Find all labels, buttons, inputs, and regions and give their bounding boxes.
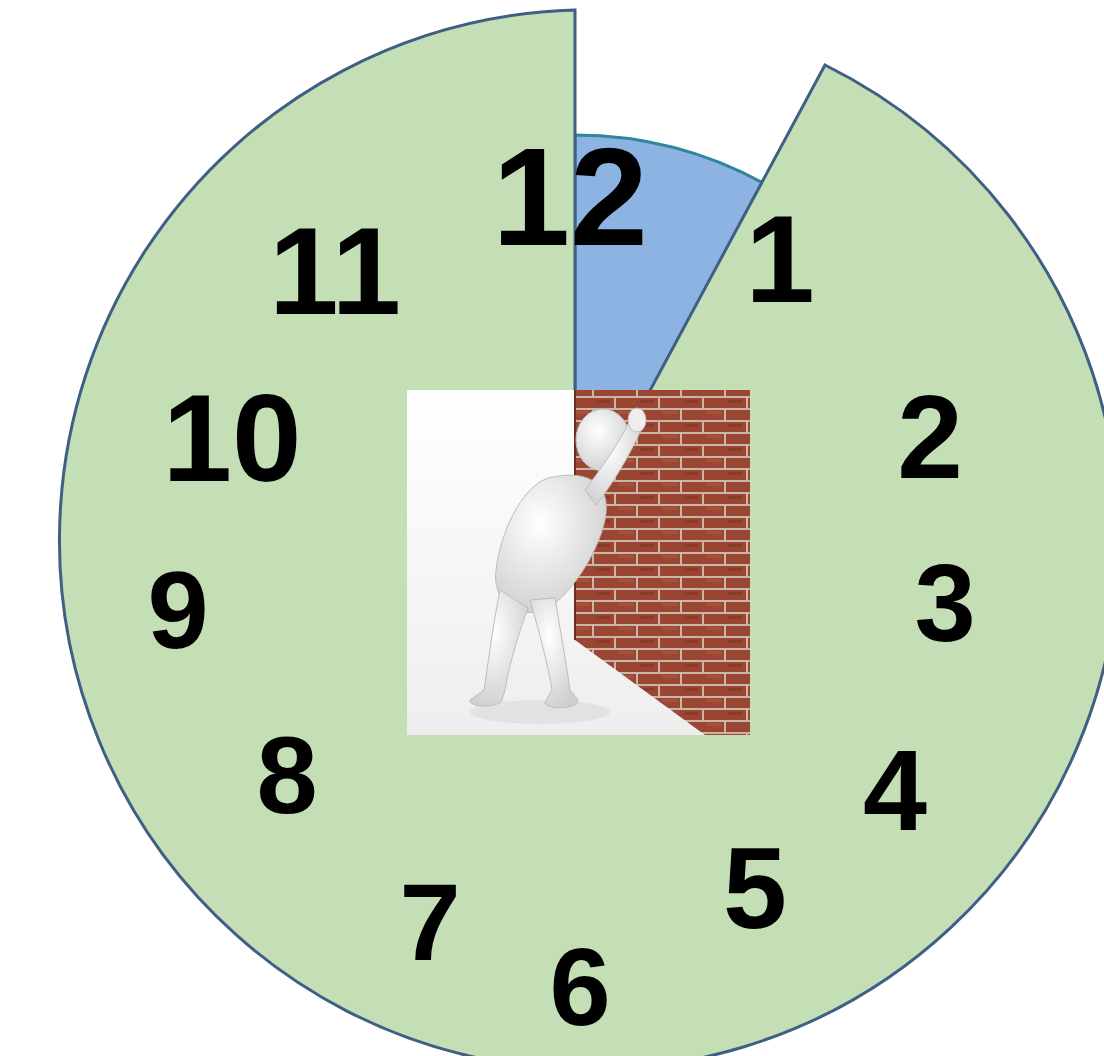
clock-number: 7 xyxy=(399,867,460,977)
clock-number: 11 xyxy=(269,208,401,333)
clock-number: 2 xyxy=(897,378,963,496)
clock-number: 4 xyxy=(863,733,927,848)
clock-number: 9 xyxy=(147,555,208,665)
clock-face xyxy=(59,10,1104,1056)
clock-number: 12 xyxy=(492,127,648,267)
clock-number: 5 xyxy=(723,831,787,946)
clock-number: 1 xyxy=(745,196,815,321)
clock-number: 8 xyxy=(256,720,317,830)
clock-number: 6 xyxy=(549,932,610,1042)
clock-number: 10 xyxy=(162,375,301,500)
clock-number: 3 xyxy=(914,548,975,658)
frustration-picture xyxy=(407,390,750,735)
